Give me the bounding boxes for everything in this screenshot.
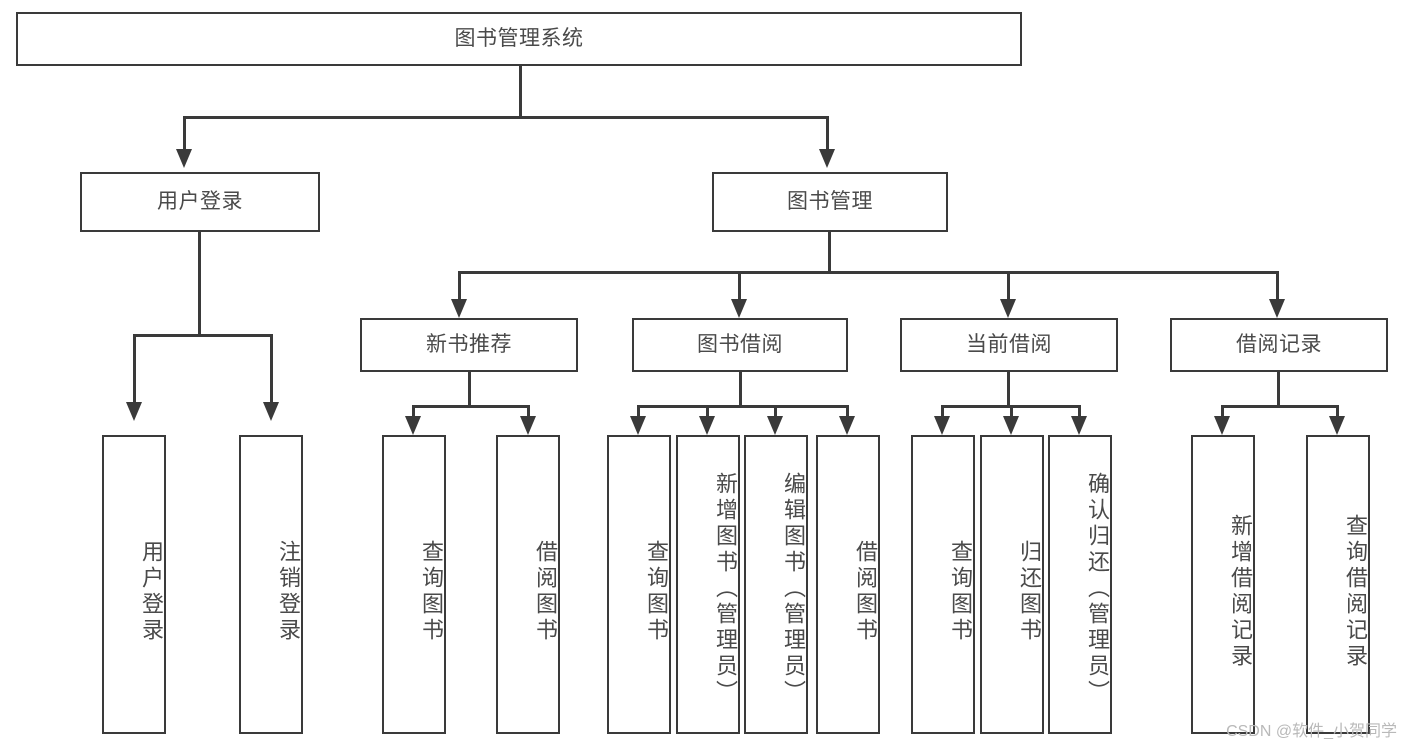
arrowhead-book-borrow-leaf-2 xyxy=(699,416,715,435)
node-label: 归还图书 xyxy=(1017,539,1042,644)
node-label: 编辑图书（管理员） xyxy=(781,471,806,706)
connector-to-book-borrow xyxy=(738,271,741,301)
connector-root-bar xyxy=(183,116,829,119)
connector-book-management-bar xyxy=(458,271,1279,274)
connector-current-borrow-to-leaf-3 xyxy=(1078,405,1081,419)
arrowhead-new-book-leaf-2 xyxy=(520,416,536,435)
arrowhead-current-borrow-leaf-1 xyxy=(934,416,950,435)
node-root-book-management-system[interactable]: 图书管理系统 xyxy=(16,12,1022,66)
arrowhead-borrow-record xyxy=(1269,299,1285,318)
node-current-borrow[interactable]: 当前借阅 xyxy=(900,318,1118,372)
arrowhead-borrow-record-leaf-2 xyxy=(1329,416,1345,435)
leaf-add-borrow-record[interactable]: 新增借阅记录 xyxy=(1191,435,1255,734)
node-label: 查询图书 xyxy=(644,539,669,644)
connector-borrow-record-to-leaf-1 xyxy=(1221,405,1224,419)
leaf-query-book-borrow[interactable]: 查询图书 xyxy=(607,435,671,734)
node-book-borrow[interactable]: 图书借阅 xyxy=(632,318,848,372)
connector-book-borrow-stem xyxy=(739,372,742,408)
arrowhead-new-book-leaf-1 xyxy=(405,416,421,435)
connector-root-stem xyxy=(519,66,522,118)
node-new-book-recommend[interactable]: 新书推荐 xyxy=(360,318,578,372)
leaf-query-book-current[interactable]: 查询图书 xyxy=(911,435,975,734)
arrowhead-book-borrow-leaf-3 xyxy=(767,416,783,435)
connector-book-borrow-to-leaf-1 xyxy=(637,405,640,419)
connector-user-login-to-leaf-2 xyxy=(270,334,273,404)
arrowhead-current-borrow-leaf-3 xyxy=(1071,416,1087,435)
connector-new-book-bar xyxy=(412,405,530,408)
connector-new-book-to-leaf-2 xyxy=(527,405,530,419)
connector-new-book-stem xyxy=(468,372,471,408)
node-label: 新增借阅记录 xyxy=(1228,513,1253,670)
connector-current-borrow-stem xyxy=(1007,372,1010,408)
node-label: 用户登录 xyxy=(157,190,243,214)
connector-root-to-user-login xyxy=(183,116,186,151)
connector-user-login-bar xyxy=(133,334,273,337)
connector-to-borrow-record xyxy=(1276,271,1279,301)
arrowhead-new-book xyxy=(451,299,467,318)
node-label: 图书借阅 xyxy=(697,333,783,357)
node-label: 新增图书（管理员） xyxy=(713,471,738,706)
arrowhead-borrow-record-leaf-1 xyxy=(1214,416,1230,435)
connector-to-current-borrow xyxy=(1007,271,1010,301)
connector-book-borrow-bar xyxy=(637,405,849,408)
connector-root-to-book-management xyxy=(826,116,829,151)
arrowhead-current-borrow xyxy=(1000,299,1016,318)
leaf-borrow-book[interactable]: 借阅图书 xyxy=(816,435,880,734)
leaf-return-book[interactable]: 归还图书 xyxy=(980,435,1044,734)
connector-to-new-book xyxy=(458,271,461,301)
node-label: 当前借阅 xyxy=(966,333,1052,357)
arrowhead-book-borrow-leaf-4 xyxy=(839,416,855,435)
arrowhead-user-login-leaf-2 xyxy=(263,402,279,421)
connector-current-borrow-to-leaf-1 xyxy=(941,405,944,419)
csdn-watermark: CSDN @软件_小贺同学 xyxy=(1226,723,1397,740)
connector-book-management-stem xyxy=(828,232,831,274)
leaf-logout-login[interactable]: 注销登录 xyxy=(239,435,303,734)
node-label: 借阅图书 xyxy=(533,539,558,644)
leaf-query-borrow-record[interactable]: 查询借阅记录 xyxy=(1306,435,1370,734)
node-label: 确认归还（管理员） xyxy=(1085,471,1110,706)
arrowhead-user-login-leaf-1 xyxy=(126,402,142,421)
node-label: 查询借阅记录 xyxy=(1343,513,1368,670)
connector-book-borrow-to-leaf-2 xyxy=(706,405,709,419)
node-book-management[interactable]: 图书管理 xyxy=(712,172,948,232)
connector-book-borrow-to-leaf-4 xyxy=(846,405,849,419)
node-label: 查询图书 xyxy=(419,539,444,644)
node-label: 借阅记录 xyxy=(1236,333,1322,357)
node-borrow-record[interactable]: 借阅记录 xyxy=(1170,318,1388,372)
leaf-confirm-return-admin[interactable]: 确认归还（管理员） xyxy=(1048,435,1112,734)
arrowhead-user-login xyxy=(176,149,192,168)
leaf-add-book-admin[interactable]: 新增图书（管理员） xyxy=(676,435,740,734)
connector-borrow-record-to-leaf-2 xyxy=(1336,405,1339,419)
leaf-edit-book-admin[interactable]: 编辑图书（管理员） xyxy=(744,435,808,734)
node-label: 用户登录 xyxy=(139,539,164,644)
arrowhead-book-borrow-leaf-1 xyxy=(630,416,646,435)
arrowhead-book-management xyxy=(819,149,835,168)
node-user-login[interactable]: 用户登录 xyxy=(80,172,320,232)
node-label: 注销登录 xyxy=(276,539,301,644)
connector-current-borrow-to-leaf-2 xyxy=(1010,405,1013,419)
node-label: 借阅图书 xyxy=(853,539,878,644)
arrowhead-book-borrow xyxy=(731,299,747,318)
connector-book-borrow-to-leaf-3 xyxy=(774,405,777,419)
node-label: 新书推荐 xyxy=(426,333,512,357)
connector-new-book-to-leaf-1 xyxy=(412,405,415,419)
node-label: 查询图书 xyxy=(948,539,973,644)
connector-user-login-to-leaf-1 xyxy=(133,334,136,404)
connector-user-login-stem xyxy=(198,232,201,336)
leaf-user-login[interactable]: 用户登录 xyxy=(102,435,166,734)
arrowhead-current-borrow-leaf-2 xyxy=(1003,416,1019,435)
leaf-borrow-book-recommend[interactable]: 借阅图书 xyxy=(496,435,560,734)
node-label: 图书管理 xyxy=(787,190,873,214)
connector-borrow-record-stem xyxy=(1277,372,1280,408)
leaf-query-book-recommend[interactable]: 查询图书 xyxy=(382,435,446,734)
connector-borrow-record-bar xyxy=(1221,405,1339,408)
node-label: 图书管理系统 xyxy=(454,27,584,51)
